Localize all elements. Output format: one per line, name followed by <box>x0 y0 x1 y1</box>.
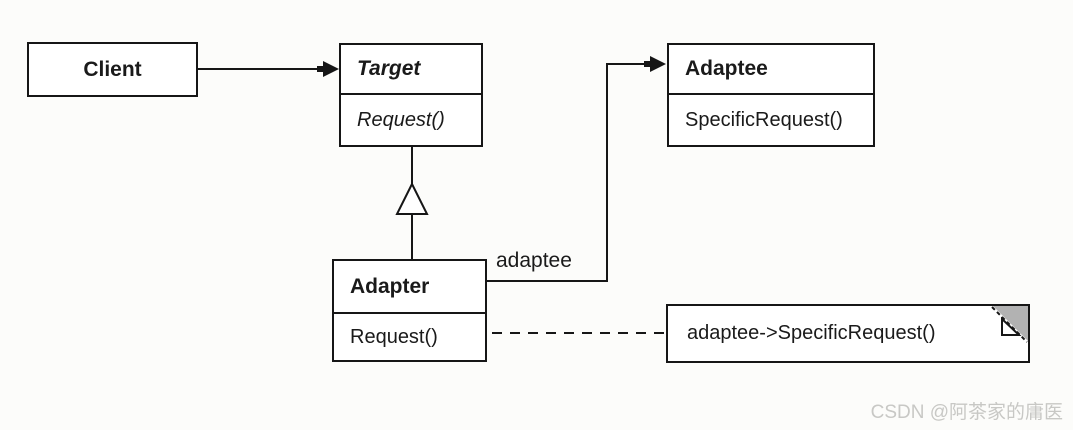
adaptee-method-specificrequest: SpecificRequest() <box>685 108 843 131</box>
adaptee-name-compartment: Adaptee <box>669 45 873 93</box>
adaptee-class-box: Adaptee SpecificRequest() <box>667 43 875 147</box>
note-text: adaptee->SpecificRequest() <box>687 322 936 344</box>
adapter-class-box: Adapter Request() <box>332 259 487 362</box>
note-fold-corner-icon <box>991 306 1028 343</box>
target-method-request: Request() <box>357 108 445 131</box>
target-class-name: Target <box>357 57 421 80</box>
target-method-compartment: Request() <box>341 93 481 145</box>
target-class-box: Target Request() <box>339 43 483 147</box>
adapter-name-compartment: Adapter <box>334 261 485 312</box>
target-name-compartment: Target <box>341 45 481 93</box>
watermark: CSDN @阿茶家的庸医 <box>870 402 1063 423</box>
adapter-adaptee-arrowhead-icon <box>644 56 666 72</box>
client-target-arrowhead-icon <box>317 61 339 77</box>
adapter-method-request: Request() <box>350 325 438 348</box>
client-name-compartment: Client <box>29 44 196 95</box>
adaptee-method-compartment: SpecificRequest() <box>669 93 873 145</box>
client-class-box: Client <box>27 42 198 97</box>
adapter-adaptee-association-line <box>486 63 651 282</box>
client-class-name: Client <box>83 57 142 81</box>
note-box: adaptee->SpecificRequest() <box>666 304 1030 363</box>
adaptee-class-name: Adaptee <box>685 57 768 80</box>
association-label-adaptee: adaptee <box>496 249 572 272</box>
adapter-method-compartment: Request() <box>334 312 485 360</box>
inheritance-triangle-icon <box>395 181 429 215</box>
adapter-class-name: Adapter <box>350 274 430 298</box>
